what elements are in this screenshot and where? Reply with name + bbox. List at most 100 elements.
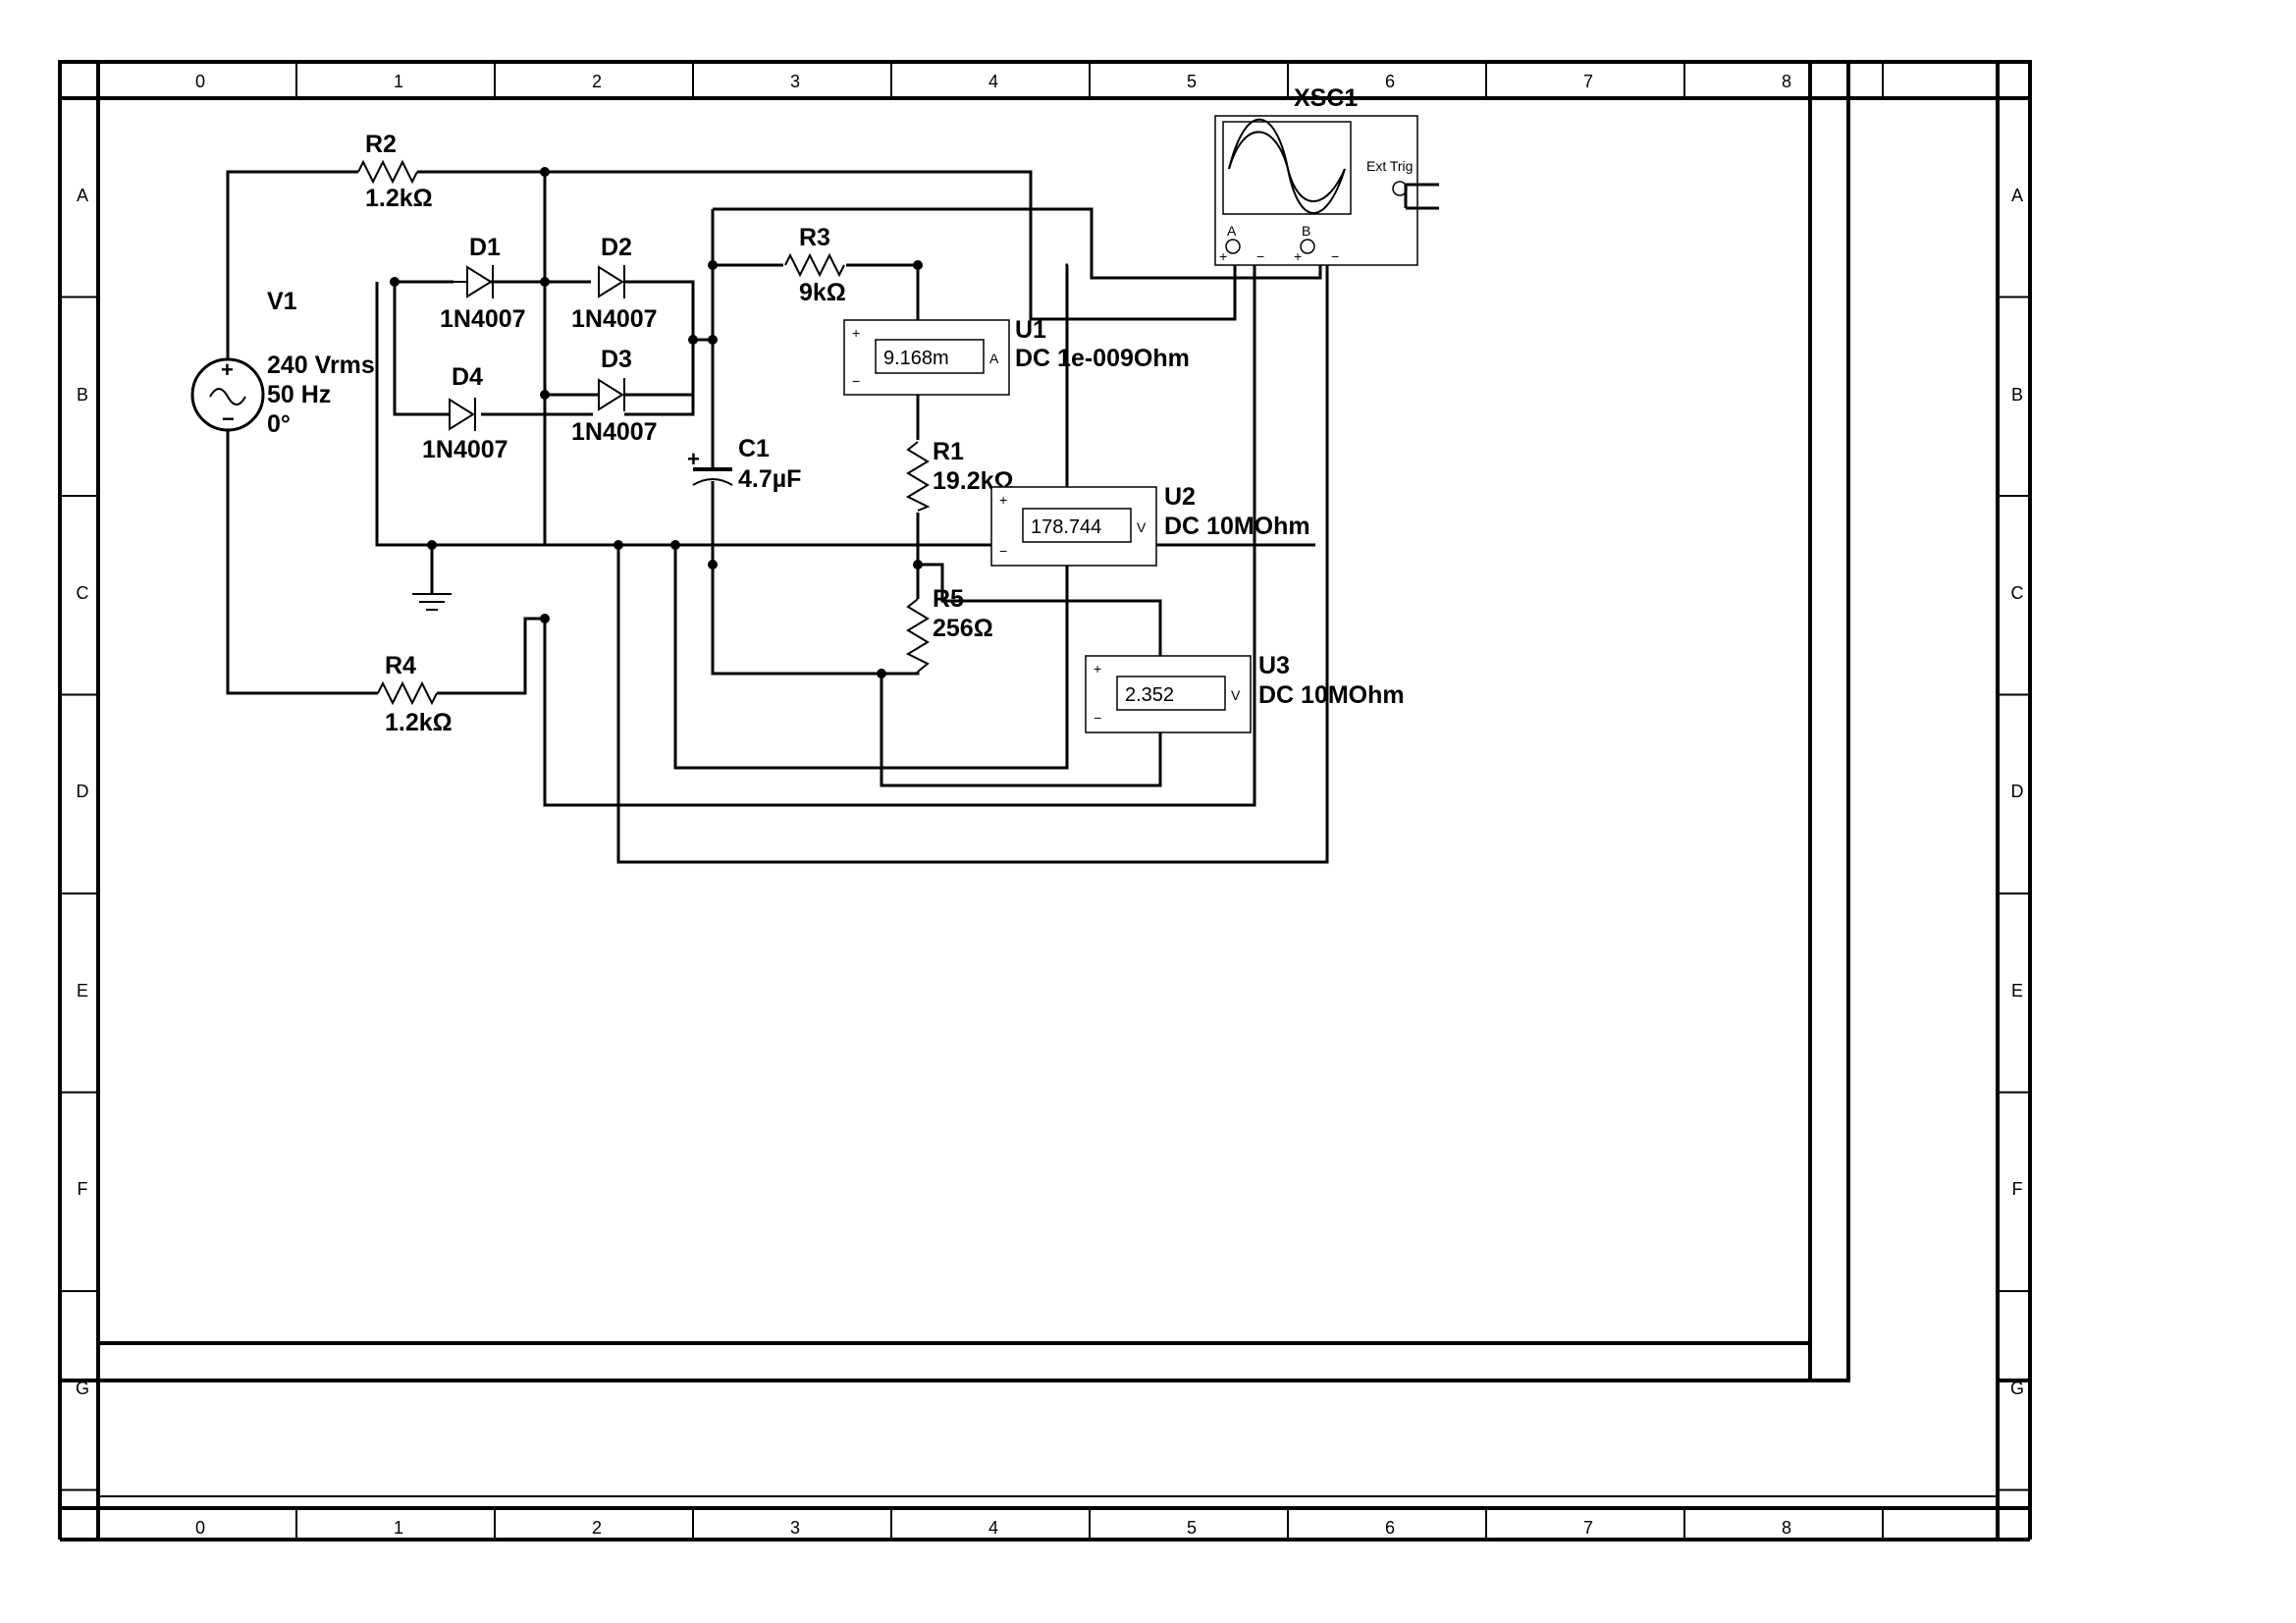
col-label: 5 (1187, 72, 1197, 91)
d1-model: 1N4007 (440, 305, 526, 333)
row-label: A (77, 186, 88, 205)
r4-ref: R4 (385, 652, 416, 679)
sheet-border (58, 60, 2032, 1542)
col-label: 7 (1583, 72, 1593, 91)
r3-resistor[interactable]: R3 9kΩ (783, 224, 846, 306)
v1-phase: 0° (267, 410, 291, 438)
u1-mode: DC 1e-009Ohm (1015, 345, 1190, 372)
svg-text:+: + (687, 447, 700, 471)
col-label: 2 (592, 72, 602, 91)
d4-model: 1N4007 (422, 436, 508, 463)
c1-capacitor[interactable]: + C1 4.7µF (687, 432, 801, 511)
col-label: 4 (988, 72, 998, 91)
col-label: 3 (790, 72, 800, 91)
v1-ac-source[interactable]: + − V1 240 Vrms 50 Hz 0° (190, 288, 375, 438)
r3-value: 9kΩ (799, 279, 846, 306)
row-label: B (2011, 385, 2023, 405)
svg-text:−: − (1331, 248, 1339, 264)
wires (226, 170, 1329, 864)
col-label: 6 (1385, 1518, 1395, 1538)
ground-symbol (412, 545, 452, 611)
d2-model: 1N4007 (571, 305, 658, 333)
svg-text:+: + (1219, 248, 1227, 264)
ch-a-terminal[interactable] (1225, 239, 1241, 254)
u1-reading: 9.168m (883, 348, 949, 369)
svg-text:+: + (852, 325, 860, 341)
svg-text:−: − (1094, 710, 1101, 726)
v1-ref: V1 (267, 288, 297, 315)
d1-ref: D1 (469, 234, 501, 261)
d1-diode[interactable]: D1 1N4007 (440, 234, 526, 333)
xsc1-oscilloscope[interactable]: XSC1 Ext Trig A B + − + − (1214, 84, 1439, 266)
xsc1-ch-b-label: B (1302, 223, 1310, 239)
col-label: 8 (1782, 1518, 1791, 1538)
col-label: 8 (1782, 72, 1791, 91)
svg-text:+: + (221, 357, 234, 382)
row-label: G (2010, 1379, 2024, 1398)
u3-ref: U3 (1258, 652, 1290, 679)
xsc1-ext-trig-label: Ext Trig (1366, 158, 1413, 174)
row-label: D (77, 782, 89, 801)
c1-value: 4.7µF (738, 465, 801, 493)
svg-text:+: + (1094, 661, 1101, 676)
r5-ref: R5 (933, 585, 964, 613)
d2-diode[interactable]: D2 1N4007 (571, 234, 658, 333)
col-label: 3 (790, 1518, 800, 1538)
u3-mode: DC 10MOhm (1258, 681, 1405, 709)
u2-voltmeter[interactable]: + − 178.744 V U2 DC 10MOhm (990, 483, 1310, 567)
row-labels-left: A B C D E F G (76, 186, 89, 1398)
col-label: 6 (1385, 72, 1395, 91)
col-label: 7 (1583, 1518, 1593, 1538)
col-label: 0 (195, 1518, 205, 1538)
r5-value: 256Ω (933, 615, 993, 642)
row-label: D (2011, 782, 2024, 801)
u2-reading: 178.744 (1031, 516, 1101, 538)
d3-ref: D3 (601, 346, 632, 373)
column-labels-top: 0 1 2 3 4 5 6 7 8 (195, 72, 1791, 91)
u3-reading: 2.352 (1125, 684, 1174, 706)
r5-resistor[interactable]: R5 256Ω (903, 585, 993, 674)
row-label: C (77, 583, 89, 603)
col-label: 1 (394, 72, 403, 91)
svg-text:−: − (999, 543, 1007, 559)
row-label: F (2012, 1179, 2023, 1199)
col-label: 0 (195, 72, 205, 91)
d3-diode[interactable]: D3 1N4007 (545, 340, 695, 446)
d2-ref: D2 (601, 234, 632, 261)
u1-unit: A (989, 351, 999, 366)
r4-value: 1.2kΩ (385, 709, 453, 736)
u2-mode: DC 10MOhm (1164, 513, 1310, 540)
d4-diode[interactable]: D4 1N4007 (422, 363, 508, 463)
c1-ref: C1 (738, 435, 770, 462)
d3-model: 1N4007 (571, 418, 658, 446)
u3-unit: V (1231, 687, 1241, 703)
u2-unit: V (1137, 519, 1147, 535)
u1-ref: U1 (1015, 316, 1046, 344)
row-label: E (77, 981, 88, 1001)
row-label: E (2011, 981, 2023, 1001)
u3-voltmeter[interactable]: + − 2.352 V U3 DC 10MOhm (1085, 652, 1405, 733)
r1-ref: R1 (933, 438, 964, 465)
col-label: 1 (394, 1518, 403, 1538)
v1-voltage: 240 Vrms (267, 352, 375, 379)
row-label: F (78, 1179, 88, 1199)
ch-b-terminal[interactable] (1300, 239, 1315, 254)
col-label: 4 (988, 1518, 998, 1538)
r2-resistor[interactable]: R2 1.2kΩ (357, 131, 433, 212)
r4-resistor[interactable]: R4 1.2kΩ (377, 652, 453, 736)
svg-text:+: + (999, 492, 1007, 508)
column-labels-bottom: 0 1 2 3 4 5 6 7 8 (195, 1518, 1791, 1538)
xsc1-ch-a-label: A (1227, 223, 1237, 239)
col-label: 2 (592, 1518, 602, 1538)
u1-ammeter[interactable]: + − 9.168m A U1 DC 1e-009Ohm (843, 316, 1190, 396)
svg-text:+: + (1294, 248, 1302, 264)
r3-ref: R3 (799, 224, 830, 251)
svg-text:−: − (852, 373, 860, 389)
svg-text:−: − (1256, 248, 1264, 264)
v1-frequency: 50 Hz (267, 381, 331, 408)
row-label: C (2011, 583, 2024, 603)
d4-ref: D4 (452, 363, 483, 391)
svg-text:−: − (222, 406, 235, 431)
row-label: A (2011, 186, 2023, 205)
